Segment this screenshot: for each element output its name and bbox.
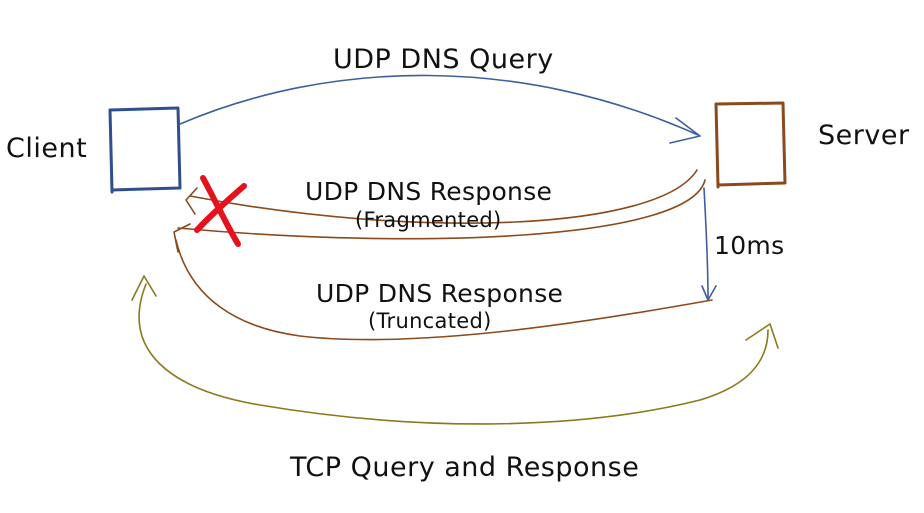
tcp-left-arrowhead (131, 275, 157, 301)
fragmented-label: UDP DNS Response (305, 177, 552, 206)
x-mark-icon (194, 175, 247, 247)
udp-query-label: UDP DNS Query (333, 44, 554, 75)
tcp-line (138, 283, 769, 425)
udp-query-arrow: UDP DNS Query (179, 44, 701, 144)
delay-label: 10ms (714, 231, 784, 260)
truncated-sublabel: (Truncated) (368, 309, 492, 333)
fragmented-line-2 (177, 179, 706, 240)
client-box (108, 106, 182, 194)
truncated-label: UDP DNS Response (316, 279, 563, 308)
tcp-exchange-arrow: TCP Query and Response (131, 275, 779, 483)
udp-query-arrowhead (669, 117, 701, 144)
udp-query-line (179, 74, 699, 136)
delay-arrowhead (701, 285, 717, 301)
server-node: Server (714, 101, 910, 189)
udp-response-fragmented-arrow: UDP DNS Response (Fragmented) (173, 169, 706, 253)
tcp-right-arrowhead (745, 323, 779, 349)
client-node: Client (6, 106, 182, 194)
client-label: Client (6, 133, 87, 164)
tcp-label: TCP Query and Response (289, 452, 639, 483)
delay-line (703, 187, 709, 299)
fragmented-sublabel: (Fragmented) (355, 208, 502, 232)
fragmented-arrowhead-1 (185, 187, 198, 215)
delay-arrow: 10ms (701, 187, 784, 301)
server-box (714, 101, 787, 189)
udp-response-truncated-arrow: UDP DNS Response (Truncated) (175, 239, 713, 341)
truncated-line (175, 239, 713, 341)
x-stroke-2 (194, 183, 247, 233)
fragmented-line-1 (189, 169, 698, 224)
server-label: Server (818, 120, 910, 151)
